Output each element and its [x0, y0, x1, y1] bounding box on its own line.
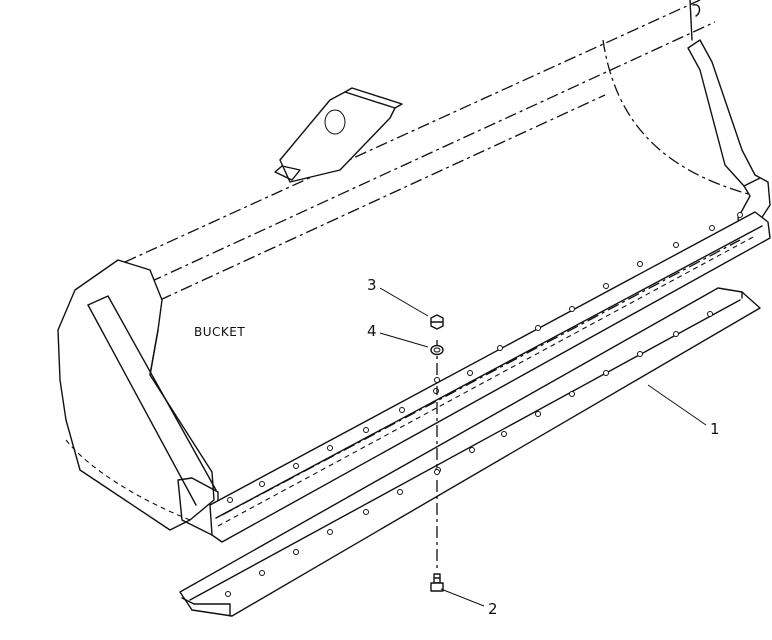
bucket-lip — [209, 211, 771, 543]
lip-bolt-holes — [227, 212, 743, 503]
callout-4: 4 — [367, 322, 429, 348]
bucket-label: BUCKET — [194, 325, 245, 339]
cutting-edge — [179, 287, 761, 617]
bucket — [57, 0, 771, 543]
plow-bolt — [430, 573, 444, 592]
callout-2-number: 2 — [488, 600, 498, 618]
callout-3-number: 3 — [367, 276, 377, 294]
mounting-bracket — [274, 87, 403, 183]
hex-nut — [430, 314, 444, 330]
washer — [430, 344, 444, 356]
callout-4-number: 4 — [367, 322, 377, 340]
callout-1-number: 1 — [710, 420, 720, 438]
callout-3: 3 — [367, 276, 429, 317]
callout-2: 2 — [440, 588, 498, 618]
right-side-plate — [687, 0, 771, 237]
callout-1: 1 — [647, 384, 720, 438]
left-side-plate — [57, 259, 219, 539]
